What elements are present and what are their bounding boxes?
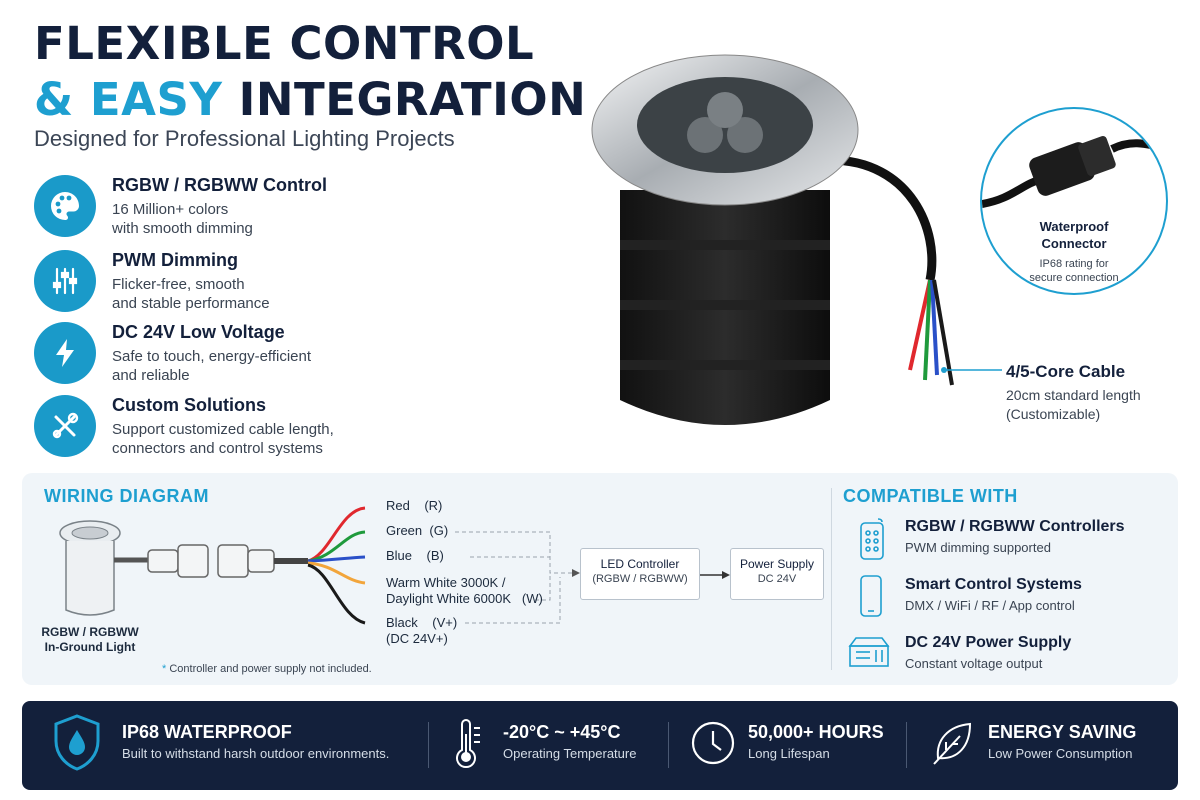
arrow-controller-power xyxy=(700,571,730,579)
page-title: FLEXIBLE CONTROL & EASY INTEGRATION xyxy=(34,16,586,128)
wiring-title: WIRING DIAGRAM xyxy=(44,486,209,506)
bar-separator xyxy=(668,722,669,768)
compat-item-title: Smart Control Systems xyxy=(905,576,1082,593)
clock-icon xyxy=(690,720,736,771)
title-line-2: & EASY INTEGRATION xyxy=(34,72,586,128)
feature-custom: Custom Solutions Support customized cabl… xyxy=(34,395,414,461)
power-sub: DC 24V xyxy=(757,573,797,585)
bar-item-desc: Operating Temperature xyxy=(503,746,637,761)
product-image xyxy=(591,54,954,425)
feature-title: DC 24V Low Voltage xyxy=(112,322,285,342)
lightning-icon xyxy=(34,322,96,384)
title-rest: INTEGRATION xyxy=(222,73,587,126)
bar-item-title: 50,000+ HOURS xyxy=(748,722,884,742)
connector-image xyxy=(982,136,1166,208)
compat-item-desc: Constant voltage output xyxy=(905,656,1043,671)
bar-item-title: IP68 WATERPROOF xyxy=(122,722,292,742)
feature-title: PWM Dimming xyxy=(112,250,238,270)
compat-item-desc: PWM dimming supported xyxy=(905,540,1051,555)
bar-item-desc: Built to withstand harsh outdoor environ… xyxy=(122,746,390,761)
bar-item-title: -20°C ~ +45°C xyxy=(503,722,621,742)
wrench-screwdriver-icon xyxy=(34,395,96,457)
feature-title: RGBW / RGBWW Control xyxy=(112,175,327,195)
panel-divider xyxy=(831,488,832,670)
controller-title: LED Controller xyxy=(600,557,680,571)
cable-desc: 20cm standard length(Customizable) xyxy=(1006,387,1141,422)
bar-item-title: ENERGY SAVING xyxy=(988,722,1137,742)
wire-label-blue: Blue (B) xyxy=(386,548,444,563)
leaf-icon xyxy=(930,720,974,771)
wire-label-red: Red (R) xyxy=(386,498,443,513)
wiring-diagram xyxy=(59,506,580,625)
wire-label-white: Warm White 3000K /Daylight White 6000K (… xyxy=(386,575,543,606)
remote-control-icon xyxy=(858,517,886,566)
led-controller-box: LED Controller (RGBW / RGBWW) xyxy=(580,548,700,600)
smartphone-icon xyxy=(858,574,884,623)
power-supply-box: Power Supply DC 24V xyxy=(730,548,824,600)
power-supply-icon xyxy=(846,634,892,675)
wire-label-black: Black (V+)(DC 24V+) xyxy=(386,615,458,646)
palette-icon xyxy=(34,175,96,237)
wiring-note: * Controller and power supply not includ… xyxy=(162,663,372,675)
bar-separator xyxy=(906,722,907,768)
feature-dc24v: DC 24V Low Voltage Safe to touch, energy… xyxy=(34,322,414,388)
thermometer-icon xyxy=(452,718,486,775)
bar-separator xyxy=(428,722,429,768)
title-line-1: FLEXIBLE CONTROL xyxy=(34,17,535,70)
cable-title: 4/5-Core Cable xyxy=(1006,362,1126,381)
bar-item-desc: Low Power Consumption xyxy=(988,746,1133,761)
wire-label-green: Green (G) xyxy=(386,523,449,538)
page-subtitle: Designed for Professional Lighting Proje… xyxy=(34,126,455,151)
bar-item-desc: Long Lifespan xyxy=(748,746,830,761)
controller-sub: (RGBW / RGBWW) xyxy=(592,573,688,585)
feature-desc: Support customized cable length,connecto… xyxy=(112,421,334,457)
shield-water-drop-icon xyxy=(52,713,102,776)
compat-item-title: DC 24V Power Supply xyxy=(905,634,1072,651)
title-accent: & EASY xyxy=(34,73,223,126)
connector-callout xyxy=(980,107,1168,295)
sliders-icon xyxy=(34,250,96,312)
power-title: Power Supply xyxy=(739,557,815,571)
compat-item-title: RGBW / RGBWW Controllers xyxy=(905,518,1125,535)
feature-title: Custom Solutions xyxy=(112,395,266,415)
bottom-bar xyxy=(22,701,1178,790)
compatible-title: COMPATIBLE WITH xyxy=(843,486,1018,506)
cable-callout-line xyxy=(941,367,1002,373)
compat-item-desc: DMX / WiFi / RF / App control xyxy=(905,598,1075,613)
